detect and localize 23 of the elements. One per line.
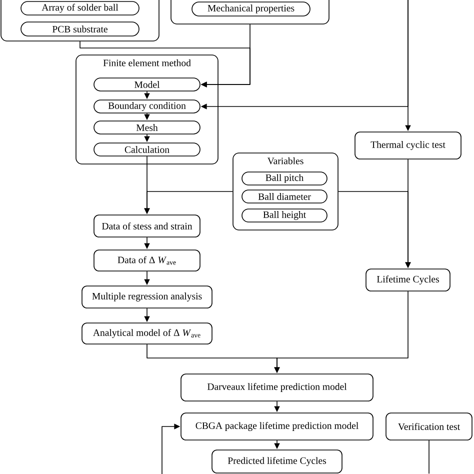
connector-line bbox=[428, 440, 430, 474]
pill-box: Model bbox=[94, 78, 200, 92]
pill-box: Ball diameter bbox=[242, 190, 328, 204]
pill-box: Calculation bbox=[94, 142, 200, 156]
rounded-box: Data of stess and strain bbox=[94, 214, 200, 238]
pill-box: Array of solder ball bbox=[20, 1, 140, 16]
pill-box: Boundary condition bbox=[94, 100, 200, 114]
rounded-box: Predicted lifetime Cycles bbox=[212, 450, 342, 474]
rounded-box: Thermal cyclic test bbox=[354, 132, 462, 160]
pill-box: Ball pitch bbox=[242, 172, 328, 186]
rounded-box: Data of Δ W$_{ave}$ bbox=[94, 250, 200, 272]
pill-box: Mechanical properties bbox=[192, 2, 310, 16]
rounded-box: Lifetime Cycles bbox=[366, 268, 450, 292]
group-box bbox=[0, 0, 160, 42]
pill-box: Mesh bbox=[94, 120, 200, 134]
rounded-box: Verification test bbox=[386, 412, 472, 440]
pill-box: PCB substrate bbox=[20, 22, 140, 36]
rounded-box: Multiple regression analysis bbox=[82, 286, 212, 308]
rounded-box: CBGA package lifetime prediction model bbox=[180, 412, 374, 440]
pill-box: Ball height bbox=[242, 208, 328, 222]
rounded-box: Analytical model of Δ W$_{ave}$ bbox=[82, 322, 212, 344]
rounded-box: Darveaux lifetime prediction model bbox=[180, 374, 374, 402]
group-box bbox=[170, 0, 330, 24]
